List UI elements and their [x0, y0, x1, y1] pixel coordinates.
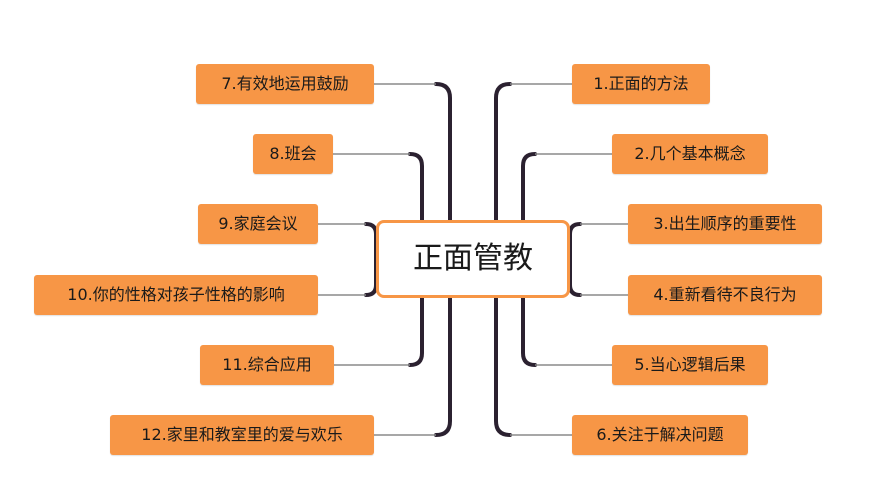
topic-node-5[interactable]: 5.当心逻辑后果: [612, 345, 768, 385]
topic-node-9[interactable]: 9.家庭会议: [198, 204, 318, 244]
left-leaders: [318, 83, 436, 436]
bracket-right-inner: [568, 222, 582, 297]
topic-node-2[interactable]: 2.几个基本概念: [612, 134, 768, 174]
topic-node-7[interactable]: 7.有效地运用鼓励: [196, 64, 374, 104]
topic-node-11[interactable]: 11.综合应用: [200, 345, 334, 385]
topic-node-12[interactable]: 12.家里和教室里的爱与欢乐: [110, 415, 374, 455]
topic-node-10[interactable]: 10.你的性格对孩子性格的影响: [34, 275, 318, 315]
topic-node-1[interactable]: 1.正面的方法: [572, 64, 710, 104]
topic-node-4[interactable]: 4.重新看待不良行为: [628, 275, 822, 315]
topic-node-3[interactable]: 3.出生顺序的重要性: [628, 204, 822, 244]
topic-node-6[interactable]: 6.关注于解决问题: [572, 415, 748, 455]
central-topic[interactable]: 正面管教: [376, 220, 570, 298]
bracket-left-inner: [364, 222, 378, 297]
right-leaders: [510, 83, 628, 436]
topic-node-8[interactable]: 8.班会: [253, 134, 333, 174]
